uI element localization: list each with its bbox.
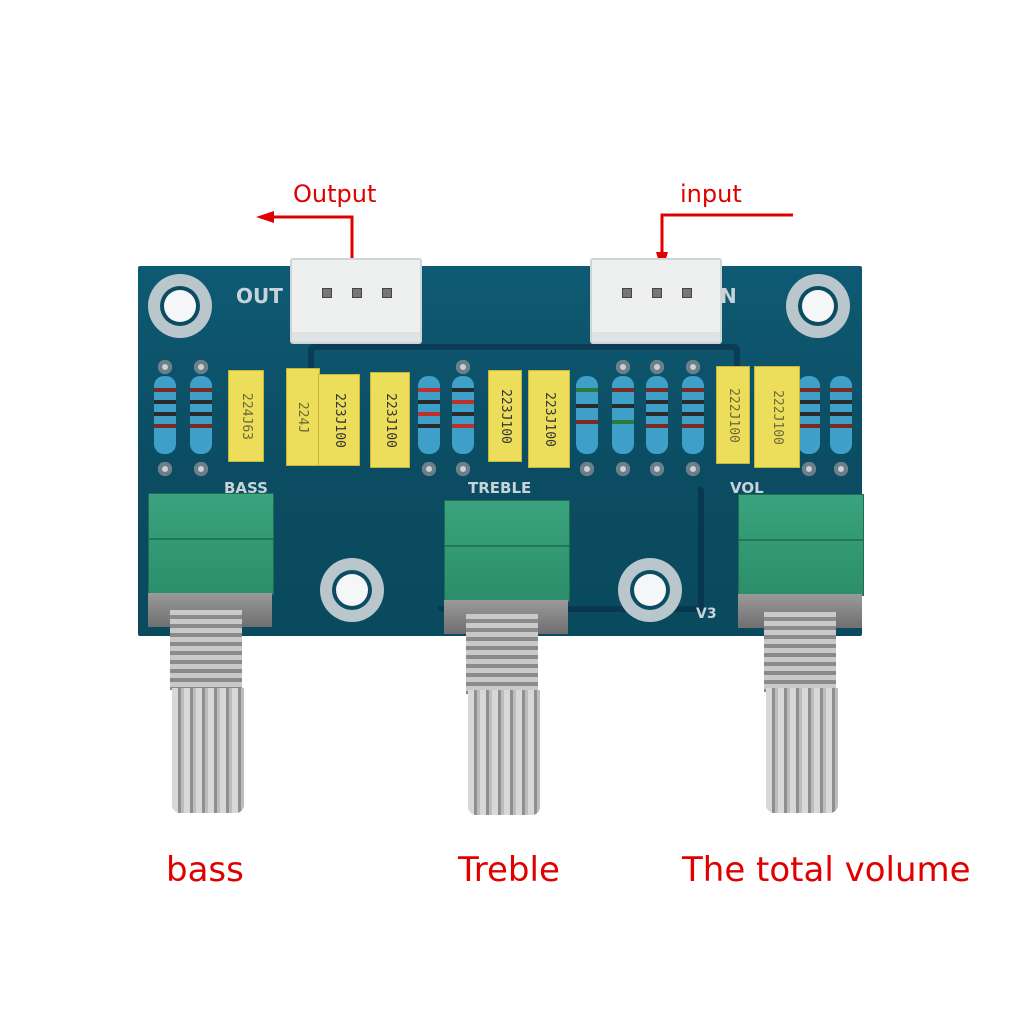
silkscreen-out: OUT (236, 284, 283, 308)
solder-pad (616, 462, 630, 476)
treble-potentiometer-thread (466, 614, 538, 694)
solder-pad (194, 360, 208, 374)
capacitor: 223J100 (318, 374, 360, 466)
volume-potentiometer-body (738, 494, 864, 596)
resistor (646, 376, 668, 454)
mounting-hole (786, 274, 850, 338)
solder-pad (686, 360, 700, 374)
capacitor: 224J63 (228, 370, 264, 462)
solder-pad (158, 462, 172, 476)
solder-pad (158, 360, 172, 374)
resistor (798, 376, 820, 454)
treble-caption: Treble (458, 850, 560, 890)
volume-caption: The total volume (682, 850, 971, 890)
volume-knob-shaft[interactable] (766, 688, 838, 813)
resistor (576, 376, 598, 454)
volume-potentiometer-thread (764, 612, 836, 692)
mounting-hole (148, 274, 212, 338)
capacitor: 222J100 (754, 366, 800, 468)
silkscreen-vol: VOL (730, 479, 764, 497)
solder-pad (456, 462, 470, 476)
output-connector (290, 258, 422, 344)
output-arrow-icon (256, 210, 356, 270)
solder-pad (194, 462, 208, 476)
mounting-hole (320, 558, 384, 622)
tone-control-pcb: OUT N BASS TREBLE VOL V3 224J63 224J 223… (138, 266, 862, 636)
silkscreen-version: V3 (696, 606, 717, 622)
treble-knob-shaft[interactable] (468, 690, 540, 815)
solder-pad (650, 462, 664, 476)
solder-pad (834, 462, 848, 476)
solder-pad (422, 462, 436, 476)
solder-pad (616, 360, 630, 374)
bass-knob-shaft[interactable] (172, 688, 244, 813)
mounting-hole (618, 558, 682, 622)
input-callout-label: input (680, 180, 742, 208)
bass-potentiometer-body (148, 493, 274, 595)
resistor (682, 376, 704, 454)
solder-pad (456, 360, 470, 374)
silkscreen-treble: TREBLE (468, 479, 532, 497)
capacitor: 223J100 (528, 370, 570, 468)
resistor (452, 376, 474, 454)
output-callout-label: Output (293, 180, 377, 208)
resistor (154, 376, 176, 454)
resistor (830, 376, 852, 454)
treble-potentiometer-body (444, 500, 570, 602)
resistor (418, 376, 440, 454)
resistor (612, 376, 634, 454)
capacitor: 223J100 (488, 370, 522, 462)
capacitor: 224J (286, 368, 320, 466)
pcb-trace (438, 486, 704, 612)
capacitor: 222J100 (716, 366, 750, 464)
solder-pad (802, 462, 816, 476)
solder-pad (686, 462, 700, 476)
solder-pad (650, 360, 664, 374)
capacitor: 223J100 (370, 372, 410, 468)
silkscreen-bass: BASS (224, 479, 268, 497)
input-connector (590, 258, 722, 344)
bass-potentiometer-thread (170, 610, 242, 690)
solder-pad (580, 462, 594, 476)
silkscreen-in: N (720, 284, 737, 308)
resistor (190, 376, 212, 454)
bass-caption: bass (166, 850, 244, 890)
